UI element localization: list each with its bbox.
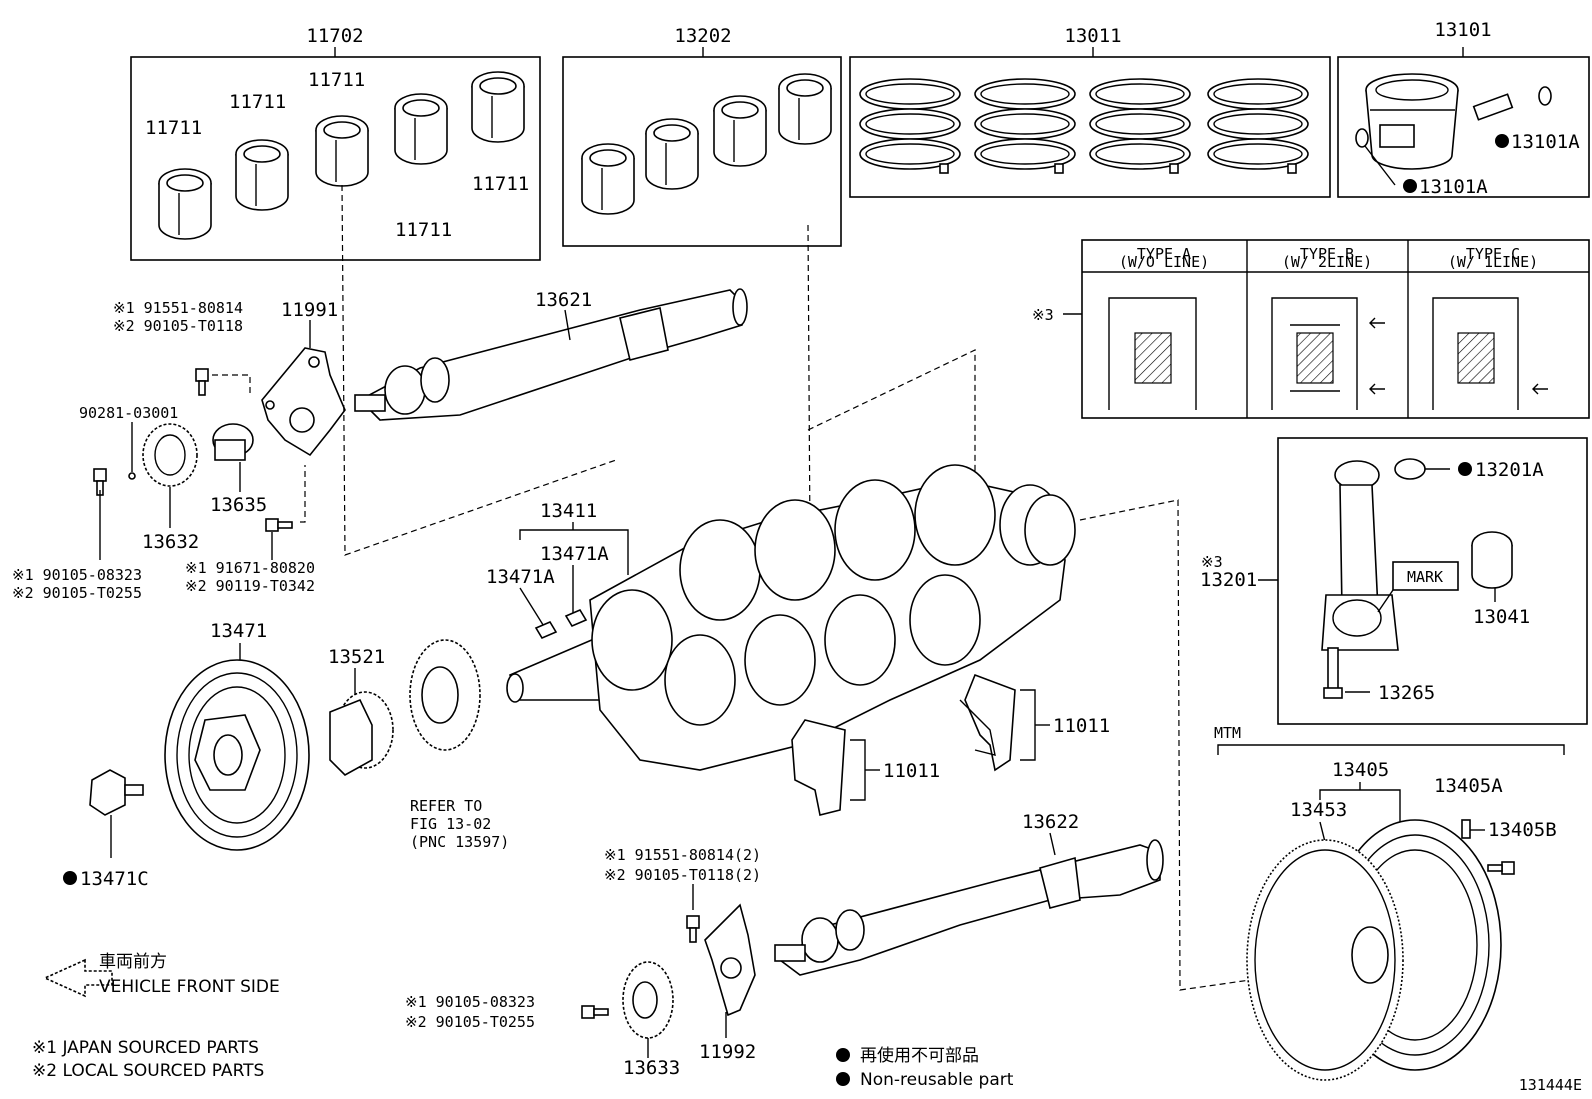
thrust-washers: 11011 11011: [791, 673, 1110, 816]
gear-lower-label: 13633: [623, 1057, 680, 1079]
bearing-type-table: ※3 TYPE A (W/O LINE) TYPE B (W/ 2LINE) T…: [1032, 239, 1590, 419]
crankshaft: 13411 13471A 13471A: [486, 464, 1076, 771]
key-a-label: 13471A: [540, 543, 609, 565]
bearing-label: 11711: [308, 69, 365, 91]
type-a-sub: (W/O LINE): [1119, 253, 1209, 271]
front-direction-legend: 車両前方 VEHICLE FRONT SIDE: [43, 952, 280, 998]
plate-bolt-a2: ※2 90105-T0118: [113, 317, 243, 335]
non-reusable-en: Non-reusable part: [860, 1070, 1014, 1090]
main-bearing-set-number: 11702: [306, 25, 363, 47]
conrod-bushing-label: 13201A: [1475, 459, 1544, 481]
conrod-bolt-label: 13265: [1378, 682, 1435, 704]
plate-lower-label: 11992: [699, 1041, 756, 1063]
refer-line-1: REFER TO: [410, 797, 482, 815]
type-b-sub: (W/ 2LINE): [1282, 253, 1372, 271]
front-label-jp: 車両前方: [99, 952, 167, 972]
piston-set-number: 13101: [1434, 19, 1491, 41]
front-label-en: VEHICLE FRONT SIDE: [99, 977, 280, 997]
type-c-title: TYPE C: [1466, 245, 1520, 263]
bearing-label: 11711: [395, 219, 452, 241]
refer-line-2: FIG 13-02: [410, 815, 491, 833]
source-legend: ※1 JAPAN SOURCED PARTS ※2 LOCAL SOURCED …: [32, 1038, 264, 1081]
pin-label: 90281-03001: [79, 404, 178, 422]
bearing-label: 11711: [229, 91, 286, 113]
plate-bolt-b2: ※2 90119-T0342: [185, 577, 315, 595]
diagram-id: 131444E: [1519, 1076, 1582, 1094]
conrod-label: 13201: [1200, 569, 1257, 591]
pulley-assembly: 13471 13471C 13521 REFER TO FIG 13-02 (P…: [63, 620, 509, 890]
piston-ring-group: 13011: [849, 25, 1331, 198]
key-b-label: 13471A: [486, 566, 555, 588]
balance-shaft-lower-label: 13622: [1022, 811, 1079, 833]
source-legend-2: ※2 LOCAL SOURCED PARTS: [32, 1061, 264, 1081]
gear-upper-label: 13632: [142, 531, 199, 553]
non-reusable-jp: 再使用不可部品: [860, 1045, 979, 1066]
sprocket-label: 13521: [328, 646, 385, 668]
gear-bolt-1: ※1 90105-08323: [12, 566, 142, 584]
lower-bolt-b1: ※1 90105-08323: [405, 993, 535, 1011]
dowel-label: 13405A: [1434, 775, 1503, 797]
lower-bolt-b2: ※2 90105-T0255: [405, 1013, 535, 1031]
bearing-label: 11711: [145, 117, 202, 139]
conrod-bearing-group: 13202: [562, 25, 842, 247]
type-b-title: TYPE B: [1300, 245, 1354, 263]
balance-shaft-lower: 13622: [774, 811, 1164, 976]
piston-snap-label: 13101A: [1419, 176, 1488, 198]
type-c-sub: (W/ 1LINE): [1448, 253, 1538, 271]
balance-plate-lower-assembly: ※1 91551-80814(2) ※2 90105-T0118(2) 1199…: [405, 846, 761, 1079]
conrod-group: ※3 13201 13201A 13041 MARK 13265: [1200, 437, 1588, 725]
plate-upper-label: 11991: [281, 299, 338, 321]
flywheel-label: 13405: [1332, 759, 1389, 781]
conrod-marker: ※3: [1201, 553, 1223, 571]
plate-bolt-b1: ※1 91671-80820: [185, 559, 315, 577]
pulley-label: 13471: [210, 620, 267, 642]
thrust-lower-label: 11011: [883, 760, 940, 782]
balance-shaft-upper-label: 13621: [535, 289, 592, 311]
thrust-upper-label: 11011: [1053, 715, 1110, 737]
bearing-type-marker: ※3: [1032, 306, 1054, 324]
source-legend-1: ※1 JAPAN SOURCED PARTS: [32, 1038, 259, 1058]
pulley-bolt-label: 13471C: [80, 868, 149, 890]
flywheel-bolt-label: 13405B: [1488, 819, 1557, 841]
mark-label: MARK: [1407, 568, 1443, 586]
crankshaft-label: 13411: [540, 500, 597, 522]
ring-gear-label: 13453: [1290, 799, 1347, 821]
piston-ring-set-number: 13011: [1064, 25, 1121, 47]
mtm-label: MTM: [1214, 724, 1241, 742]
flywheel-assembly: MTM 13405 13453 13405A 13405B: [1214, 724, 1565, 1081]
refer-line-3: (PNC 13597): [410, 833, 509, 851]
piston-group: 13101 13101A 13101A: [1337, 19, 1590, 198]
balance-plate-upper-assembly: ※1 91551-80814 ※2 90105-T0118 11991 9028…: [12, 299, 346, 602]
lower-bolt-a2: ※2 90105-T0118(2): [604, 866, 761, 884]
lower-bolt-a1: ※1 91551-80814(2): [604, 846, 761, 864]
gear-bolt-2: ※2 90105-T0255: [12, 584, 142, 602]
balance-shaft-upper: 13621: [354, 288, 748, 421]
bearing-label: 11711: [472, 173, 529, 195]
piston-pin-label: 13101A: [1511, 131, 1580, 153]
type-a-title: TYPE A: [1137, 245, 1191, 263]
plate-bolt-a1: ※1 91551-80814: [113, 299, 243, 317]
conrod-bearing-set-number: 13202: [674, 25, 731, 47]
washer-label: 13635: [210, 494, 267, 516]
main-bearing-group: 11702 11711 11711 11711 11711 11711: [130, 25, 541, 261]
conrod-bearing-label: 13041: [1473, 606, 1530, 628]
non-reusable-legend: 再使用不可部品 Non-reusable part: [836, 1045, 1014, 1090]
